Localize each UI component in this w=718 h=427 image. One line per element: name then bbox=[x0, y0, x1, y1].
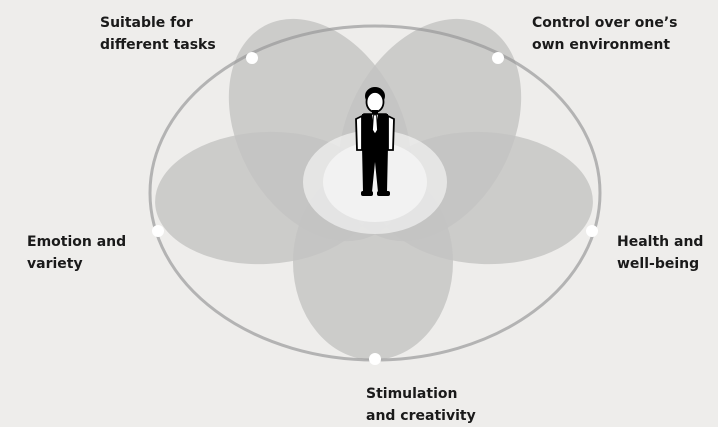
label-health: Health and well-being bbox=[617, 231, 703, 275]
label-control-line1: Control over one’s bbox=[532, 15, 678, 31]
label-suitable-line2: different tasks bbox=[100, 37, 216, 53]
label-stimulation: Stimulation and creativity bbox=[366, 383, 476, 427]
label-emotion-line2: variety bbox=[27, 256, 83, 272]
office-worker-figure-icon bbox=[355, 87, 395, 196]
label-emotion: Emotion and variety bbox=[27, 231, 126, 275]
marker-control bbox=[492, 52, 504, 64]
label-control-line2: own environment bbox=[532, 37, 671, 53]
label-health-line1: Health and bbox=[617, 234, 704, 250]
marker-emotion bbox=[152, 225, 164, 237]
label-health-line2: well-being bbox=[617, 256, 700, 272]
label-emotion-line1: Emotion and bbox=[27, 234, 127, 250]
label-control: Control over one’s own environment bbox=[532, 12, 678, 56]
marker-stimulation bbox=[369, 353, 381, 365]
marker-suitable bbox=[246, 52, 258, 64]
label-stimulation-line2: and creativity bbox=[366, 408, 476, 424]
label-stimulation-line1: Stimulation bbox=[366, 386, 458, 402]
marker-health bbox=[586, 225, 598, 237]
label-suitable-line1: Suitable for bbox=[100, 15, 193, 31]
label-suitable: Suitable for different tasks bbox=[100, 12, 216, 56]
